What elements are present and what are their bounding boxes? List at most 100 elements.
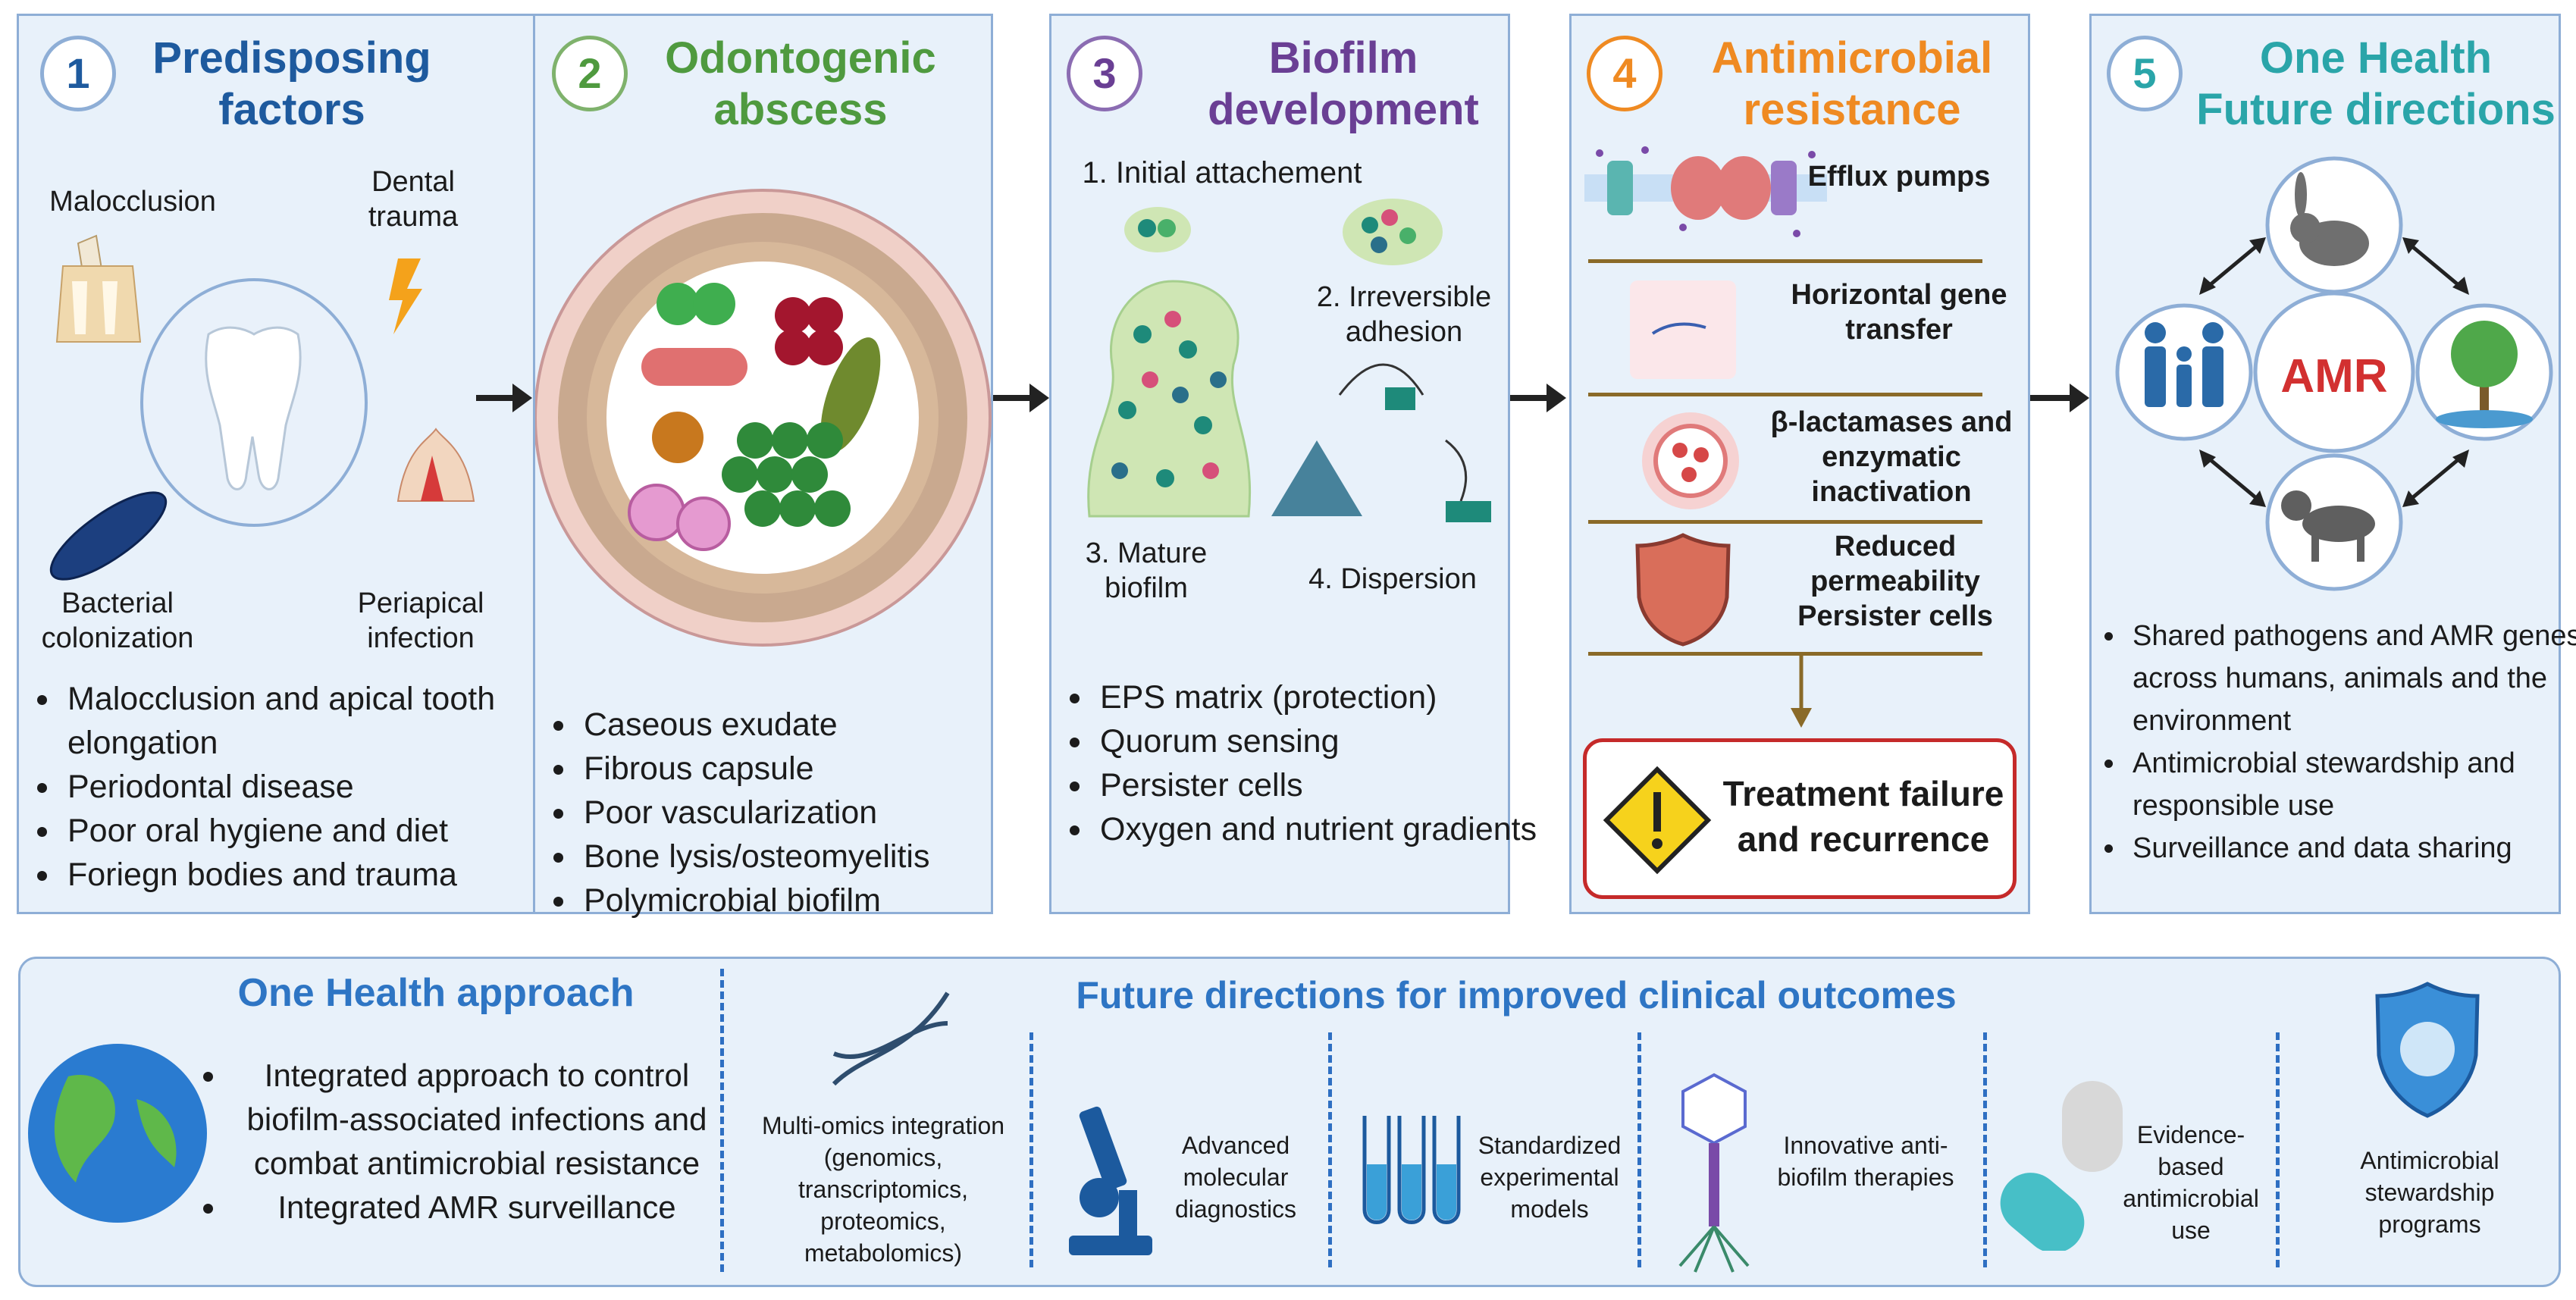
microscope-icon [1069,1106,1152,1255]
step-number-5: 5 [2107,36,2183,111]
spiky-cell-icon [628,484,731,551]
coccus-orange-icon [652,412,704,463]
stewardship-shield-icon [2375,982,2480,1118]
divider [1588,393,1982,396]
divider [1588,259,1982,263]
arrow-icon [476,384,532,412]
warning-icon [1603,766,1712,875]
list-item: Shared pathogens and AMR genes across hu… [2126,615,2576,742]
cycle-arrows-icon [2204,242,2465,503]
rabbit-icon [2290,172,2369,266]
capsule-icon [2000,1081,2123,1251]
future-item-experimental-models: Standardized experimental models [1478,1132,1622,1223]
coccus-red-icon [775,297,843,365]
bullet-list: EPS matrix (protection) Quorum sensing P… [1051,675,1541,851]
treatment-failure-box: Treatment failure and recurrence [1583,738,2017,899]
mechanism-efflux-pumps: Efflux pumps [1807,161,1991,193]
bacillus-icon [820,337,881,453]
bullet-list: Caseous exudate Fibrous capsule Poor vas… [535,703,1025,923]
coccus-green-icon [657,283,735,325]
malocclusion-icon [55,234,142,343]
biofilm-illustration [1087,199,1491,522]
gene-transfer-icon [1630,280,1736,379]
list-item: Antimicrobial stewardship and responsibl… [2126,742,2576,827]
future-item-multi-omics: Multi-omics integration (genomics, trans… [761,1112,1005,1267]
treatment-failure-text: Treatment failure and recurrence [1722,774,2004,859]
abscess-illustration [535,189,992,647]
tree-icon [2436,321,2533,428]
panel-biofilm-development: 3 Biofilm development 1. Initial attache… [1049,14,1537,914]
bottom-panel [18,957,2561,1287]
efflux-pump-icon [1584,146,1827,237]
step-number-3: 3 [1067,36,1142,111]
list-item: Periodontal disease [61,765,554,809]
list-item: Foriegn bodies and trauma [61,853,554,897]
lightning-icon [389,258,422,334]
one-health-approach-title: One Health approach [237,971,635,1015]
list-item: Caseous exudate [578,703,1025,747]
label-bacterial-colonization: Bacterial colonization [41,587,194,654]
divider [1637,1032,1641,1267]
list-item: Quorum sensing [1094,719,1541,763]
list-item: Persister cells [1094,763,1541,807]
amr-label: AMR [2280,350,2388,403]
list-item: Bone lysis/osteomyelitis [578,835,1025,879]
list-item: Polymicrobial biofilm [578,879,1025,923]
label-periapical-infection: Periapical infection [357,587,484,654]
mechanism-beta-lactamases: β-lactamases and enzymatic inactivation [1770,406,2013,508]
future-item-evidence-based-use: Evidence-based antimicrobial use [2123,1121,2259,1244]
list-item: Integrated approach to control biofilm-a… [227,1054,720,1186]
list-item: Oxygen and nutrient gradients [1094,807,1541,851]
globe-icon [28,1044,207,1223]
step-number-2: 2 [552,36,628,111]
future-item-stewardship-programs: Antimicrobial stewardship programs [2360,1147,2499,1238]
stage-initial-attachment: 1. Initial attachement [1082,156,1362,190]
predisposing-illustration [49,234,475,581]
bullet-list: Malocclusion and apical tooth elongation… [19,677,554,897]
mechanism-reduced-permeability: Reduced permeability Persister cells [1797,531,1993,632]
step-number-4: 4 [1587,36,1662,111]
divider [1588,652,1982,656]
stage-irreversible-adhesion: 2. Irreversible adhesion [1316,281,1492,348]
mechanism-horizontal-gene-transfer: Horizontal gene transfer [1791,279,2007,346]
panel-title: Predisposing factors [152,33,431,134]
test-tubes-icon [1362,1116,1461,1224]
dog-icon [2281,490,2375,562]
future-directions-title: Future directions for improved clinical … [1076,974,1957,1017]
shield-icon [1635,533,1731,647]
arrow-icon [993,384,1049,412]
divider [2276,1032,2280,1267]
periapical-tooth-icon [396,428,475,502]
dna-icon [832,991,950,1086]
future-item-anti-biofilm-therapies: Innovative anti-biofilm therapies [1777,1132,1954,1191]
panel-title: Biofilm development [1208,33,1479,134]
divider [1588,520,1982,524]
one-health-bullet-list: Integrated approach to control biofilm-a… [212,1054,720,1230]
mature-biofilm-icon [1087,280,1252,518]
dispersion-icon [1271,363,1491,522]
divider [1328,1032,1332,1267]
adhesion-cluster-icon [1343,199,1443,265]
bullet-list: Shared pathogens and AMR genes across hu… [2092,615,2576,869]
divider [720,969,724,1272]
list-item: Poor oral hygiene and diet [61,809,554,853]
panel-title: Odontogenic abscess [665,33,936,134]
rod-icon [641,348,747,386]
tooth-icon [140,278,368,527]
arrow-icon [2030,384,2089,412]
panel-title: One Health Future directions [2196,33,2556,134]
divider [1983,1032,1987,1267]
bacterium-icon [49,491,168,581]
stage-mature-biofilm: 3. Mature biofilm [1085,537,1208,604]
panel-odontogenic-abscess: 2 Odontogenic abscess Caseous exudate Fi… [533,14,993,919]
one-health-diagram [2115,156,2553,591]
label-malocclusion: Malocclusion [49,186,216,218]
stage-dispersion: 4. Dispersion [1308,563,1477,595]
coccus-cluster-icon [722,422,851,527]
list-item: Integrated AMR surveillance [227,1186,720,1230]
down-arrow-icon [1791,655,1812,728]
list-item: EPS matrix (protection) [1094,675,1541,719]
panel-predisposing-factors: 1 Predisposing factors Malocclusion Dent… [17,14,540,914]
list-item: Surveillance and data sharing [2126,827,2576,869]
arrow-icon [1510,384,1566,412]
